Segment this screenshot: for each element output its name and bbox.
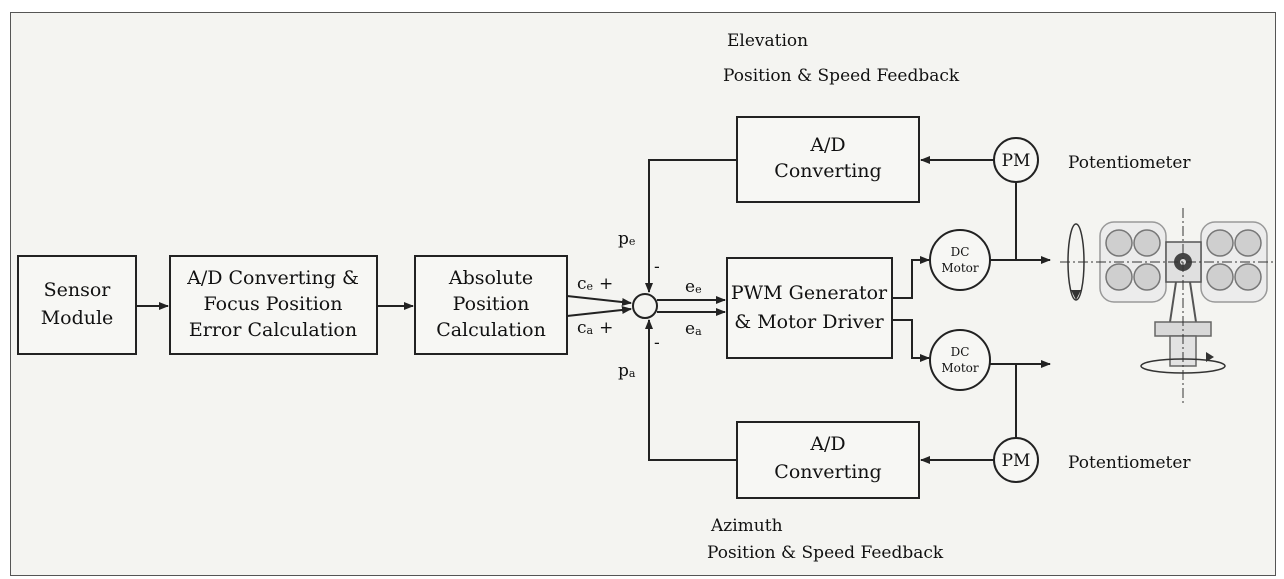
azimuth-feedback-label: Position & Speed Feedback: [707, 543, 944, 563]
summing-junction: [632, 293, 658, 319]
ad-focus-line-3: Error Calculation: [189, 319, 357, 341]
absolute-line-1: Absolute: [448, 267, 533, 289]
arrow-ca: [566, 306, 632, 317]
ad-elev-line-2: Converting: [774, 160, 881, 182]
sensor-line-2: Module: [41, 307, 114, 329]
signal-pe: pe: [618, 229, 635, 249]
dc-motor-lower-line-1: DC: [951, 345, 970, 359]
ad-focus-line-1: A/D Converting &: [186, 267, 359, 289]
sensor-line-1: Sensor: [44, 279, 112, 301]
pm-upper: PM: [993, 137, 1039, 183]
dc-motor-upper-line-2: Motor: [941, 261, 979, 275]
signal-ee: ee: [685, 277, 702, 297]
elevation-feedback-line: [645, 159, 737, 293]
signal-pa-sign: -: [654, 333, 660, 353]
pm-upper-label: PM: [1002, 151, 1031, 171]
dc-motor-upper-line-1: DC: [951, 245, 970, 259]
ad-azim-line-2: Converting: [774, 461, 881, 483]
signal-pe-sign: -: [654, 257, 660, 277]
signal-pa: pa: [618, 361, 636, 381]
dc-motor-lower: DC Motor: [929, 329, 991, 391]
elevation-feedback-label: Position & Speed Feedback: [723, 66, 960, 86]
sensor-module-block: Sensor Module: [17, 255, 137, 355]
pwm-line-1: PWM Generator: [731, 282, 888, 304]
pm-lower: PM: [993, 437, 1039, 483]
arrow-pwm-to-upper-motor: [892, 256, 930, 299]
azimuth-title: Azimuth: [710, 516, 783, 536]
absolute-line-2: Position: [453, 293, 530, 315]
ad-azimuth-block: A/D Converting: [736, 421, 920, 499]
signal-ce: ce+: [577, 274, 613, 294]
dc-motor-lower-line-2: Motor: [941, 361, 979, 375]
elevation-title: Elevation: [727, 31, 808, 51]
ad-elevation-block: A/D Converting: [736, 116, 920, 203]
dc-motor-upper: DC Motor: [929, 229, 991, 291]
azimuth-rotation-arrow-icon: [1140, 358, 1226, 374]
azimuth-feedback-line: [645, 319, 737, 461]
pwm-line-2: & Motor Driver: [734, 311, 884, 333]
arrow-ce: [566, 295, 632, 306]
absolute-line-3: Calculation: [436, 319, 546, 341]
ad-azim-line-1: A/D: [809, 433, 845, 455]
pwm-generator-block: PWM Generator & Motor Driver: [726, 257, 893, 359]
potentiometer-upper-label: Potentiometer: [1068, 153, 1191, 173]
ad-focus-line-2: Focus Position: [204, 293, 343, 315]
signal-ca: ca+: [577, 318, 613, 338]
absolute-position-block: Absolute Position Calculation: [414, 255, 568, 355]
arrow-pwm-to-lower-motor: [892, 319, 930, 362]
potentiometer-lower-label: Potentiometer: [1068, 453, 1191, 473]
ad-elev-line-1: A/D: [809, 134, 845, 156]
ad-focus-block: A/D Converting & Focus Position Error Ca…: [169, 255, 378, 355]
pm-lower-label: PM: [1002, 451, 1031, 471]
signal-ea: ea: [685, 319, 702, 339]
antenna-mount-illustration: [1060, 208, 1276, 405]
